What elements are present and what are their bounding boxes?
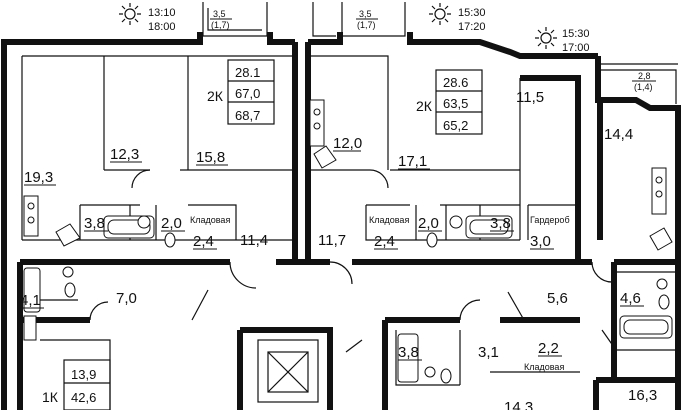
room-name: Гардероб	[530, 215, 570, 225]
sun-time: 15:30	[562, 28, 590, 40]
partitions	[21, 55, 676, 410]
room-area: 2,0	[161, 215, 182, 232]
room-area: 11,7	[318, 232, 346, 249]
apartment-type: 2К	[207, 88, 224, 104]
room-name: Кладовая	[190, 215, 230, 225]
room-area: 16,3	[628, 387, 657, 404]
room-area: 19,3	[24, 169, 53, 186]
balcony-areas: 3,5 (1,7) 3,5 (1,7) 2,8 (1,4)	[210, 9, 656, 92]
balcony-reduced: (1,7)	[357, 20, 376, 30]
balcony-area: 2,8	[638, 71, 651, 81]
room-area: 3,8	[490, 215, 511, 232]
sun-time: 18:00	[148, 21, 176, 33]
room-area: 3,0	[530, 233, 551, 250]
apartment-info-2: 2К 28.6 63,5 65,2	[416, 69, 483, 135]
room-area: 2,4	[193, 233, 214, 250]
room-area: 11,4	[240, 232, 268, 249]
room-area: 7,0	[116, 290, 137, 307]
apartment-info-3: 1К 13,9 42,6	[42, 359, 111, 410]
door-arcs	[89, 169, 617, 353]
sun-time: 13:10	[148, 7, 176, 19]
area-with-balcony: 65,2	[443, 118, 468, 133]
sun-icon	[429, 3, 451, 25]
room-name: Кладовая	[524, 362, 564, 372]
balcony-reduced: (1,7)	[211, 20, 230, 30]
apartment-info-1: 2К 28.1 67,0 68,7	[207, 59, 275, 125]
living-area: 13,9	[71, 367, 96, 382]
room-area: 4,6	[620, 290, 641, 307]
balcony-outlines	[202, 2, 678, 104]
area-with-balcony: 68,7	[235, 108, 260, 123]
sun-time: 17:00	[562, 42, 590, 54]
walls	[1, 32, 681, 410]
room-area: 14,4	[604, 126, 633, 143]
room-area: 12,3	[110, 146, 139, 163]
balcony-reduced: (1,4)	[634, 82, 653, 92]
elevator-core	[257, 339, 319, 403]
sun-icon	[119, 3, 141, 25]
room-area: 14,3	[504, 399, 533, 410]
apartment-type: 2К	[416, 98, 433, 114]
room-area: 5,6	[547, 290, 568, 307]
room-area: 2,2	[538, 340, 559, 357]
balcony-area: 3,5	[213, 9, 226, 19]
room-area: 11,5	[516, 89, 544, 106]
apartment-type: 1К	[42, 389, 59, 405]
sun-icon	[535, 27, 557, 49]
room-area: 17,1	[398, 153, 427, 170]
room-area: 3,1	[478, 344, 499, 361]
room-area: 2,0	[418, 215, 439, 232]
room-area: 2,4	[374, 233, 395, 250]
total-area: 42,6	[71, 390, 96, 405]
room-area: 3,8	[84, 215, 105, 232]
balcony-area: 3,5	[359, 9, 372, 19]
room-area: 12,0	[333, 135, 362, 152]
room-area: 3,8	[398, 344, 419, 361]
total-area: 67,0	[235, 86, 260, 101]
sun-time: 17:20	[458, 21, 486, 33]
room-labels: 19,3 12,3 15,8 3,8 2,0 Кладовая 2,4 11,4…	[20, 89, 657, 410]
sun-time: 15:30	[458, 7, 486, 19]
sun-times: 13:10 18:00 15:30 17:20 15:30 17:00	[148, 7, 590, 54]
living-area: 28.6	[443, 75, 468, 90]
living-area: 28.1	[235, 65, 260, 80]
room-name: Кладовая	[369, 215, 409, 225]
room-area: 15,8	[196, 149, 225, 166]
total-area: 63,5	[443, 96, 468, 111]
room-area: 4,1	[20, 292, 41, 309]
